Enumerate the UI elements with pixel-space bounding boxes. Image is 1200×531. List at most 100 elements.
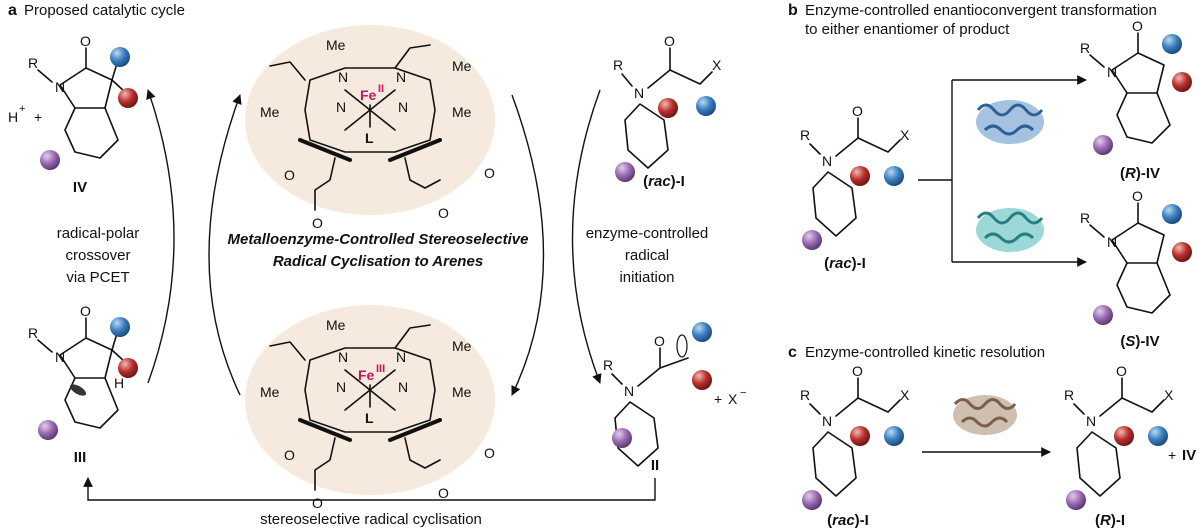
o-atom: O — [284, 167, 295, 183]
radical-polar-label: radical-polar — [57, 225, 140, 242]
n-atom: N — [336, 99, 346, 115]
methyl-label: Me — [452, 58, 472, 74]
panel-b-letter: b — [788, 2, 798, 19]
compound-II: R N O + X − II — [603, 322, 746, 474]
panel-b-title-line2: to either enantiomer of product — [805, 21, 1010, 38]
methyl-label: Me — [452, 338, 472, 354]
cycle-arrow-right — [511, 94, 545, 396]
compound-IV-label: IV — [73, 179, 87, 196]
r-group: R — [613, 57, 623, 73]
red-substituent — [658, 98, 678, 118]
blue-substituent — [110, 317, 130, 337]
cycle-arrow-left — [208, 94, 242, 396]
crossover-label: crossover — [65, 247, 130, 264]
red-substituent — [850, 166, 870, 186]
halide: X — [900, 387, 910, 403]
o-atom: O — [852, 103, 863, 119]
panel-c-title: Enzyme-controlled kinetic resolution — [805, 344, 1045, 361]
blue-substituent — [1162, 204, 1182, 224]
methyl-label: Me — [452, 104, 472, 120]
proton-charge: + — [19, 103, 25, 115]
initiation-label: initiation — [619, 269, 674, 286]
iron-oxidation-bottom: III — [376, 363, 385, 375]
o-atom: O — [80, 303, 91, 319]
o-atom: O — [312, 215, 323, 231]
r-group: R — [28, 55, 38, 71]
n-atom: N — [396, 69, 406, 85]
o-atom: O — [80, 33, 91, 49]
r-group: R — [800, 387, 810, 403]
r-group: R — [603, 357, 613, 373]
o-atom: O — [312, 495, 323, 511]
r-group: R — [800, 127, 810, 143]
blue-substituent — [884, 166, 904, 186]
blue-substituent — [696, 96, 716, 116]
heme-fe-II: N N N N Fe II L Me Me Me Me O O O O — [245, 25, 495, 231]
blue-substituent — [884, 426, 904, 446]
red-substituent — [692, 370, 712, 390]
red-substituent — [1172, 72, 1192, 92]
o-atom: O — [484, 165, 495, 181]
purple-substituent — [38, 420, 58, 440]
purple-substituent — [1066, 490, 1086, 510]
compound-rac-I-a: R N O X (rac)-I — [613, 33, 722, 190]
iron-atom-top: Fe — [360, 87, 377, 103]
compound-rac-I-c-label: (rac)-I — [827, 512, 869, 529]
enzyme-blue — [976, 100, 1044, 144]
compound-rac-I-label: (rac)-I — [643, 173, 685, 190]
purple-substituent — [802, 490, 822, 510]
axial-ligand-top: L — [365, 130, 374, 146]
r-group: R — [1080, 210, 1090, 226]
blue-substituent — [1148, 426, 1168, 446]
halide-anion: X — [728, 391, 738, 407]
enzyme-cyan — [976, 208, 1044, 252]
plus-sign: + — [34, 109, 42, 125]
arrow-III-to-IV — [146, 89, 175, 384]
o-atom: O — [1132, 18, 1143, 34]
halide: X — [900, 127, 910, 143]
panel-a-title: Proposed catalytic cycle — [24, 2, 185, 19]
panel-b-title-line1: Enzyme-controlled enantioconvergent tran… — [805, 2, 1157, 19]
panel-a-letter: a — [8, 2, 17, 19]
purple-substituent — [40, 150, 60, 170]
hydrogen-atom: H — [114, 375, 124, 391]
blue-substituent — [1162, 34, 1182, 54]
red-substituent — [118, 88, 138, 108]
red-substituent — [118, 358, 138, 378]
n-atom: N — [338, 349, 348, 365]
n-atom: N — [1107, 64, 1117, 80]
n-atom: N — [55, 349, 65, 365]
red-substituent — [1172, 242, 1192, 262]
purple-substituent — [802, 230, 822, 250]
o-atom: O — [438, 205, 449, 221]
red-substituent — [1114, 426, 1134, 446]
n-atom: N — [336, 379, 346, 395]
n-atom: N — [396, 349, 406, 365]
blue-substituent — [692, 322, 712, 342]
compound-S-IV: O N R (S)-IV — [1080, 188, 1192, 350]
o-atom: O — [664, 33, 675, 49]
methyl-label: Me — [452, 384, 472, 400]
n-atom: N — [1086, 413, 1096, 429]
arrow-I-to-II — [571, 89, 602, 384]
compound-III: O N R H III — [28, 303, 138, 466]
compound-R-IV: O N R (R)-IV — [1080, 18, 1192, 182]
methyl-label: Me — [326, 317, 346, 333]
purple-substituent — [615, 162, 635, 182]
center-title-line1: Metalloenzyme-Controlled Stereoselective — [228, 231, 529, 248]
coproduct-IV-label: IV — [1182, 447, 1196, 464]
compound-rac-I-b: R N O X (rac)-I — [800, 103, 910, 272]
iron-oxidation-top: II — [378, 83, 384, 95]
methyl-label: Me — [260, 384, 280, 400]
axial-ligand-bottom: L — [365, 410, 374, 426]
red-substituent — [850, 426, 870, 446]
compound-rac-I-b-label: (rac)-I — [824, 255, 866, 272]
via-pcet-label: via PCET — [66, 269, 129, 286]
radical-orbital — [69, 384, 87, 396]
halide: X — [712, 57, 722, 73]
methyl-label: Me — [326, 37, 346, 53]
panel-c-letter: c — [788, 344, 797, 361]
blue-substituent — [110, 47, 130, 67]
n-atom: N — [634, 85, 644, 101]
